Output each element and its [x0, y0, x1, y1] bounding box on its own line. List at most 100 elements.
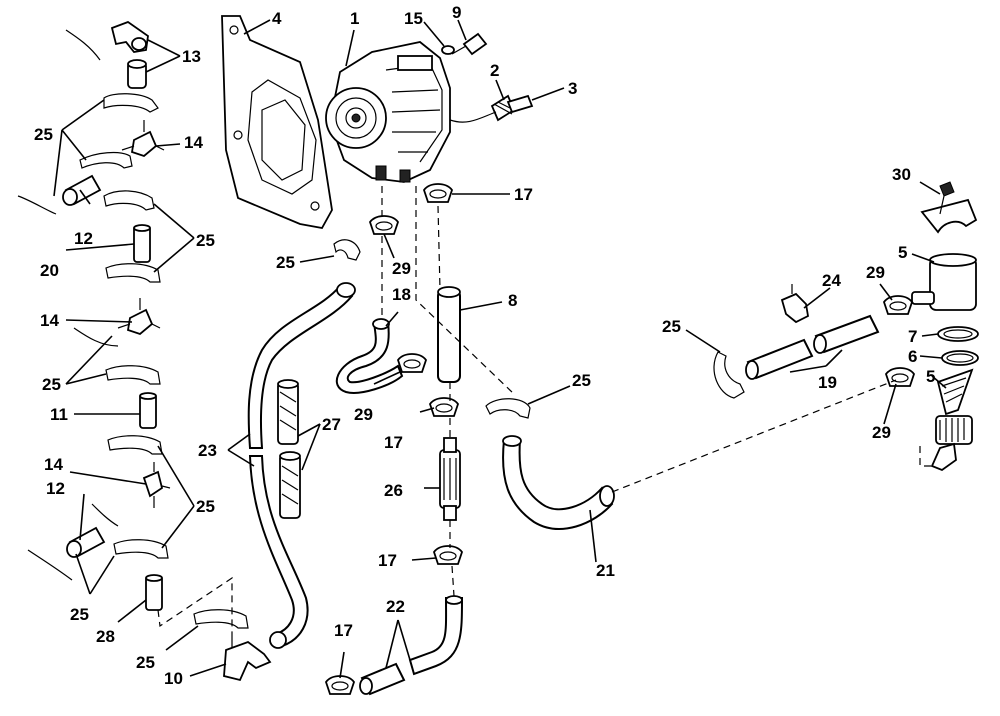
fuel-line-wires [17, 29, 119, 581]
callout-26: 26 [384, 481, 403, 500]
hose-clip-part-17-a [422, 183, 454, 203]
seal-ring-part-7 [937, 326, 979, 342]
hose-part-22-elbow [408, 595, 464, 676]
tube-part-28 [145, 574, 163, 611]
hose-part-22-straight [359, 662, 406, 696]
callout-1: 1 [350, 9, 359, 28]
hose-clip-part-29-c [882, 295, 914, 315]
callout-25-low-right: 25 [196, 497, 215, 516]
seal-ring-part-6 [941, 350, 979, 366]
clamp-part-25-h [193, 609, 249, 629]
callout-14-low: 14 [44, 455, 63, 474]
callout-17-top: 17 [514, 185, 533, 204]
callout-29-upper: 29 [392, 259, 411, 278]
callout-25-top-left: 25 [34, 125, 53, 144]
sender-part-3 [449, 94, 534, 123]
hose-clip-part-29-d [884, 367, 916, 387]
elbow-fitting-part-10 [223, 636, 272, 682]
callout-14-top: 14 [184, 133, 203, 152]
short-tube-part-12-low [66, 526, 106, 558]
washer-part-15 [441, 45, 455, 55]
callout-29-right-upper: 29 [866, 263, 885, 282]
callout-21: 21 [596, 561, 615, 580]
callout-5-upper: 5 [898, 243, 907, 262]
callout-29-mid: 29 [354, 405, 373, 424]
clamp-part-25-c [103, 190, 155, 211]
tube-part-20 [133, 224, 151, 263]
callout-20: 20 [40, 261, 59, 280]
callout-25-hose: 25 [276, 253, 295, 272]
clamp-part-25-a [103, 93, 159, 113]
callout-27: 27 [322, 415, 341, 434]
callout-8: 8 [508, 291, 517, 310]
filter-element-part-5-bottom [930, 368, 974, 472]
callout-25-center: 25 [572, 371, 591, 390]
tee-fitting-part-14-mid [117, 298, 161, 336]
clamp-part-25-b [79, 151, 133, 169]
assembly-guide-lines [157, 186, 936, 636]
tee-fitting-part-14-top [121, 120, 165, 158]
leader-lines [53, 19, 947, 679]
hose-clip-part-29-a [368, 215, 400, 235]
hose-clip-part-17-b [428, 397, 460, 417]
short-tube-part-12-top [62, 174, 102, 206]
clamp-part-25-i [333, 239, 361, 261]
clamp-part-25-d [105, 263, 161, 283]
connector-part-24 [780, 284, 809, 324]
callout-25-right: 25 [662, 317, 681, 336]
callout-29-right-lower: 29 [872, 423, 891, 442]
callout-15: 15 [404, 9, 423, 28]
callout-2: 2 [490, 61, 499, 80]
callout-5-lower: 5 [926, 367, 935, 386]
callout-17-mid: 17 [384, 433, 403, 452]
clamp-part-25-f [107, 435, 163, 455]
callout-labels: 1 2 3 4 5 5 6 7 8 9 10 11 12 12 13 14 14… [34, 3, 935, 688]
callout-18: 18 [392, 285, 411, 304]
callout-17-low: 17 [378, 551, 397, 570]
connector-tube-part-13 [127, 59, 147, 89]
callout-10: 10 [164, 669, 183, 688]
callout-23: 23 [198, 441, 217, 460]
mounting-plate-part-4 [221, 15, 333, 230]
fuel-pump-part-1 [325, 41, 451, 183]
hose-clip-part-29-b [396, 353, 428, 373]
callout-25-mid-left: 25 [42, 375, 61, 394]
hose-part-19-left [745, 338, 814, 380]
callout-28: 28 [96, 627, 115, 646]
hose-part-8 [437, 286, 461, 383]
clamp-part-25-j [485, 398, 531, 419]
tube-part-11 [139, 392, 157, 429]
clamp-part-25-g [113, 539, 169, 559]
filter-canister-part-5-top [911, 253, 977, 311]
hose-part-19-right [813, 314, 880, 354]
callout-25-bottom-left: 25 [70, 605, 89, 624]
callout-14-mid: 14 [40, 311, 59, 330]
hose-clip-part-17-c [432, 545, 464, 565]
sleeve-part-27-upper [277, 379, 299, 445]
callout-4: 4 [272, 9, 282, 28]
callout-3: 3 [568, 79, 577, 98]
hose-part-21 [502, 435, 615, 530]
elbow-fitting-part-13 [110, 20, 149, 53]
hose-clip-part-17-d [324, 675, 356, 695]
callout-30: 30 [892, 165, 911, 184]
inline-filter-part-26 [439, 437, 461, 521]
hose-part-23 [247, 282, 356, 649]
callout-9: 9 [452, 3, 461, 22]
callout-25-upper-right: 25 [196, 231, 215, 250]
callout-6: 6 [908, 347, 917, 366]
callout-19: 19 [818, 373, 837, 392]
callout-7: 7 [908, 327, 917, 346]
callout-13: 13 [182, 47, 201, 66]
callout-11: 11 [50, 405, 68, 424]
hose-part-18 [335, 318, 404, 394]
callout-17-bottom: 17 [334, 621, 353, 640]
screw-part-9 [451, 32, 488, 56]
bracket-part-30 [920, 181, 978, 234]
clamp-part-25-e [105, 365, 161, 385]
callout-12-lower: 12 [46, 479, 65, 498]
callout-24: 24 [822, 271, 841, 290]
callout-22: 22 [386, 597, 405, 616]
callout-25-bottom: 25 [136, 653, 155, 672]
